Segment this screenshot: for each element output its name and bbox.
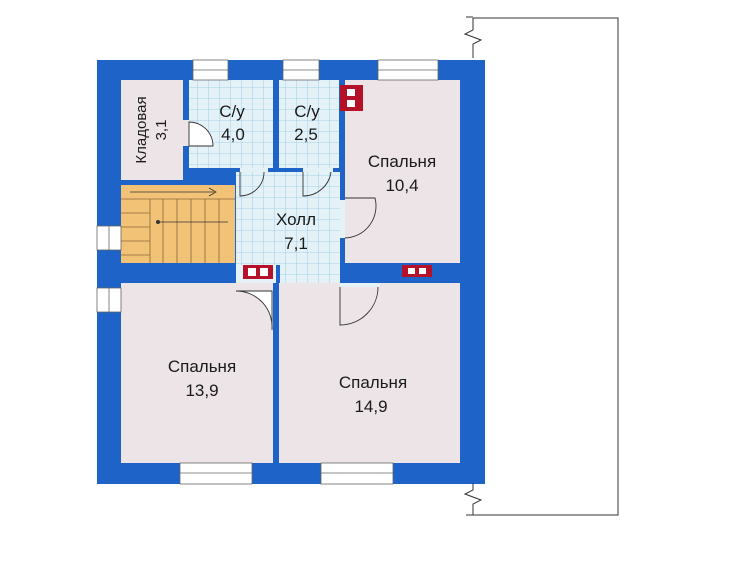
- window-mullions: [108, 69, 438, 474]
- bedroom-left-area: 13,9: [185, 381, 218, 400]
- hall-label: Холл: [276, 210, 316, 229]
- storage-area: 3,1: [153, 120, 170, 141]
- bath1-room: [189, 80, 273, 168]
- bath1-area: 4,0: [221, 125, 245, 144]
- bedroom-top-area: 10,4: [385, 176, 418, 195]
- door-gap-hall-bath1: [240, 168, 268, 172]
- storage-room: [121, 80, 183, 180]
- door-gap-hall-bath2: [303, 168, 333, 172]
- storage-label: Кладовая: [133, 96, 150, 163]
- door-gap-hall-bedroom-top: [340, 200, 345, 238]
- bedroom-left-room: [121, 283, 273, 463]
- stair-lines: [121, 187, 235, 263]
- bedroom-top-label: Спальня: [368, 152, 436, 171]
- bedroom-right-room: [279, 283, 460, 463]
- bedroom-top-room: [345, 80, 460, 263]
- hall-area: 7,1: [284, 234, 308, 253]
- bath2-area: 2,5: [294, 125, 318, 144]
- bedroom-left-label: Спальня: [168, 357, 236, 376]
- bath2-label: С/у: [294, 102, 320, 121]
- door-swings: [188, 121, 379, 331]
- bath2-room: [279, 80, 339, 168]
- staircase: [121, 185, 235, 263]
- bedroom-right-area: 14,9: [354, 397, 387, 416]
- bath1-label: С/у: [219, 102, 245, 121]
- chimney-vents: [243, 85, 432, 279]
- door-gap-hall-bedroom-right: [340, 283, 380, 287]
- section-break-lines: [463, 16, 619, 516]
- bedroom-right-label: Спальня: [339, 373, 407, 392]
- door-gap-storage: [183, 120, 189, 146]
